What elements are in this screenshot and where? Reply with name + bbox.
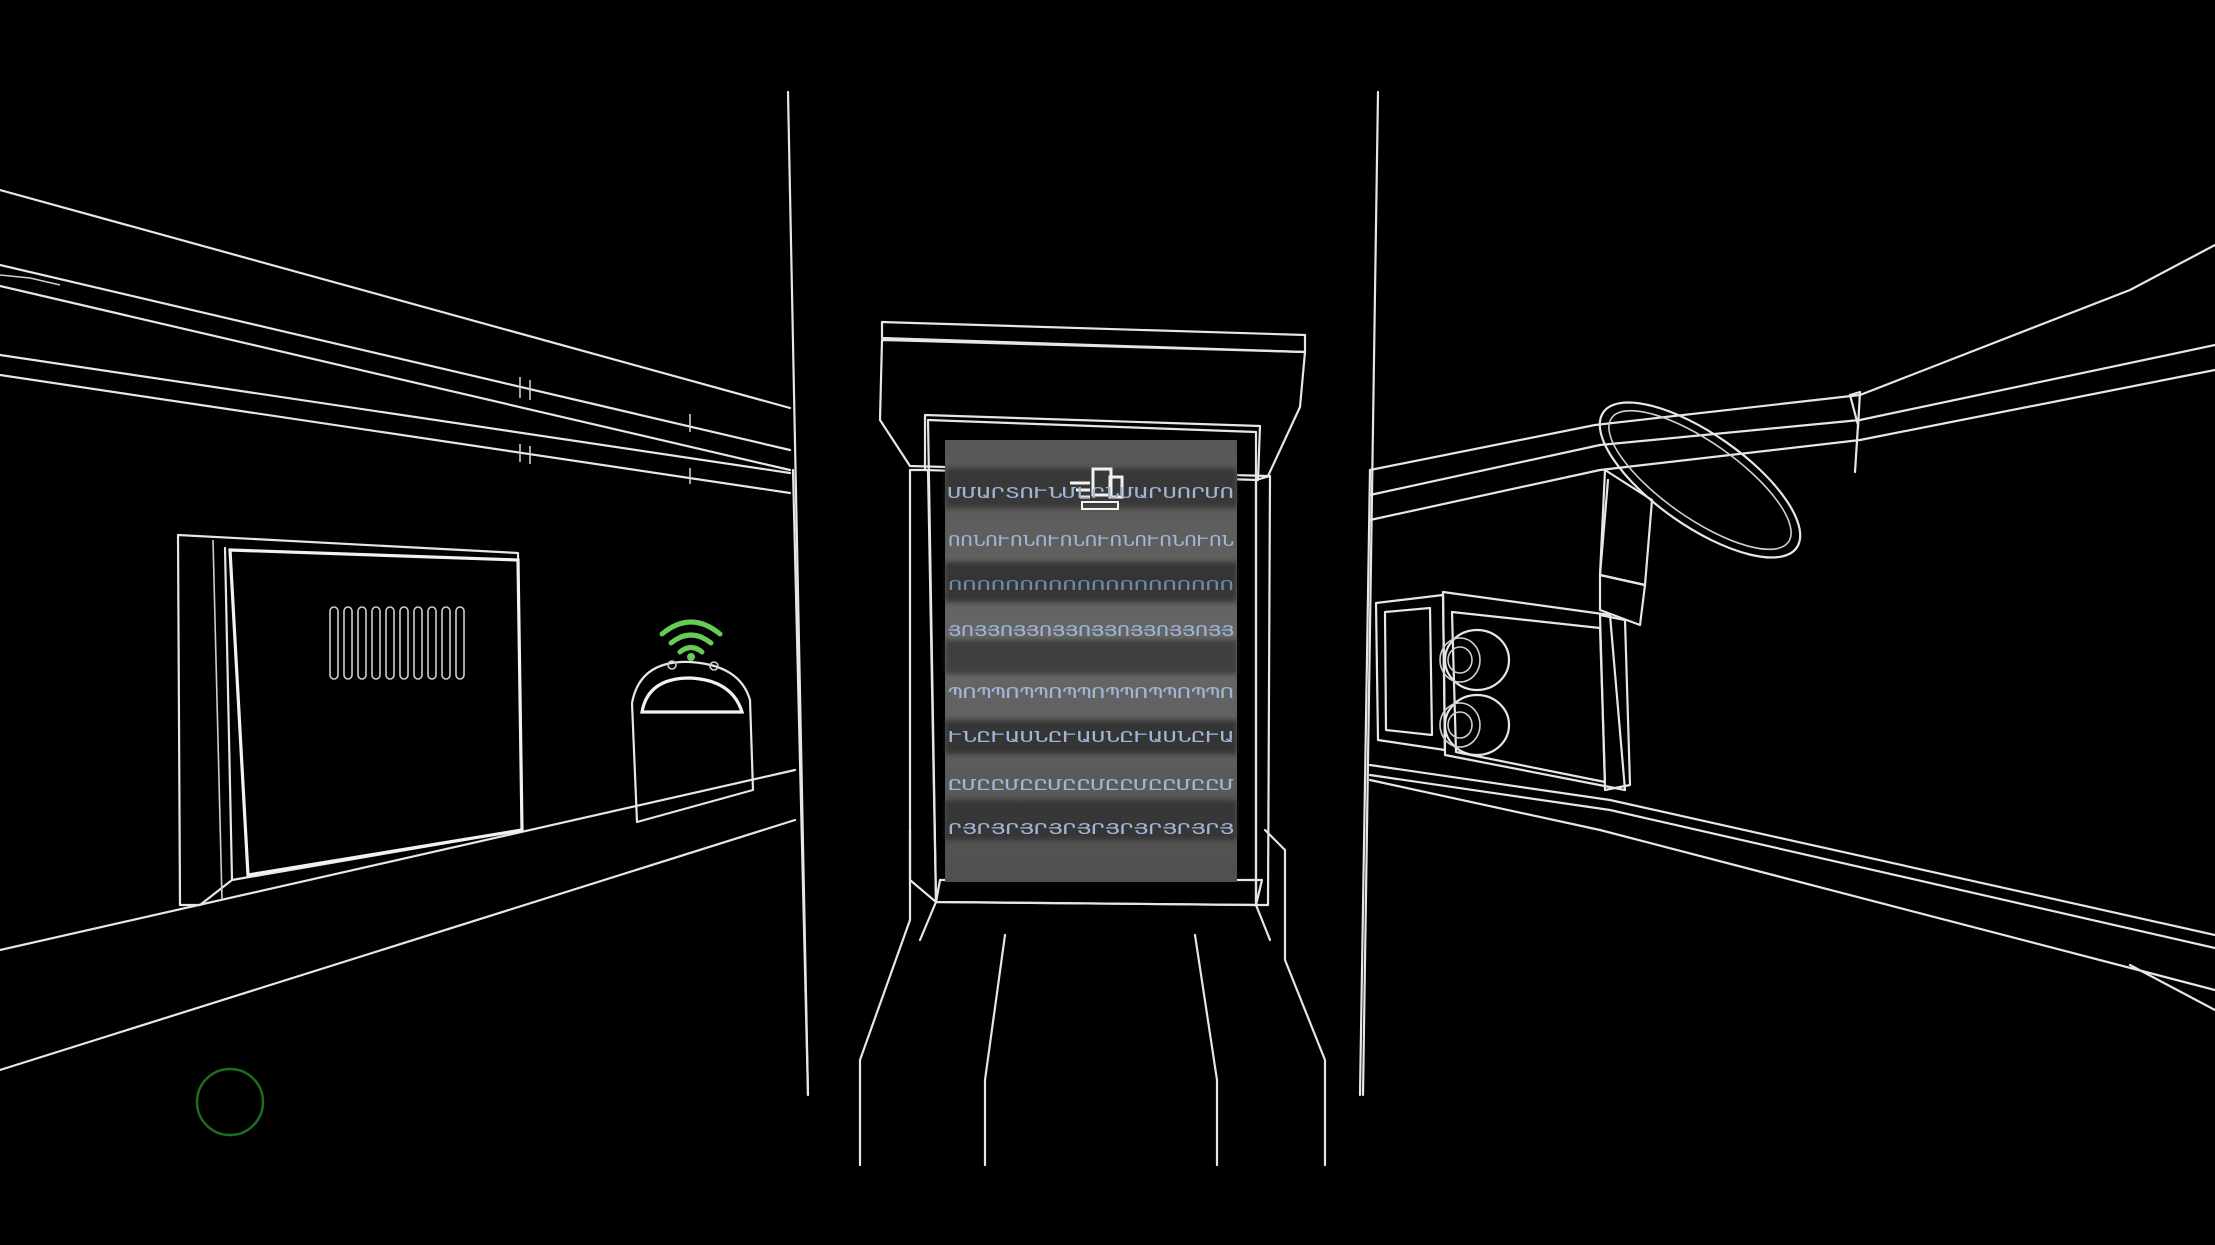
speaker-icon — [1439, 628, 1511, 757]
left-wall — [0, 188, 797, 1072]
screen-code-row: ՈՈՈՈՈՈՈՈՈՈՈՈՈՈՈՈՈՈՈՈ — [948, 579, 1234, 594]
wifi-terminal[interactable] — [630, 619, 755, 824]
metal-door[interactable] — [176, 533, 524, 907]
screen-code-row: ՒՆԸՒԱՍՆԸՒԱՍՆԸՒԱՍՆԸՒԱ — [948, 728, 1234, 746]
screen-code-row: ՈՈՆՈՒՈՆՈՒՈՆՈՒՈՆՈՒՈՆՈՒՈՆ — [948, 532, 1234, 550]
screen-code-row: ՊՈՊՊՈՊՊՈՊՊՈՊՊՈՊՊՈՊՊՈ — [948, 684, 1234, 702]
speaker-cabinet[interactable] — [1374, 590, 1632, 792]
glitch-screen[interactable]: ՄՄԱՐՏՈՒՆՄԼՐՆՄԱՐՍՈՐՄՈ ՈՈՆՈՒՈՆՈՒՈՆՈՒՈՆՈՒՈՆ… — [945, 440, 1237, 882]
satellite-dish[interactable] — [1577, 375, 1823, 627]
right-wall — [1368, 243, 2215, 1012]
screen-code-row: ԸՄԸԸՄԸԸՄԸԸՄԸԸՄԸԸՄԸԸՄ — [948, 776, 1234, 794]
screen-code-row: ՐՅՐՅՐՅՐՅՐՅՐՅՐՅՐՅՐՅՐՅ — [948, 820, 1234, 838]
console-housing — [858, 320, 1327, 1167]
central-pillar — [786, 90, 1380, 1097]
crosshair-ring-icon — [195, 1067, 265, 1137]
device-logo-icon — [1070, 467, 1124, 510]
screen-code-row: ՅՈՅՅՈՅՅՈՅՅՈՅՅՈՅՅՈՅՅՈՅՅ — [948, 622, 1234, 640]
door-vent-grille — [329, 606, 465, 680]
screen-code-row: ՄՄԱՐՏՈՒՆՄԼՐՆՄԱՐՍՈՐՄՈ — [948, 484, 1234, 502]
wifi-icon — [659, 619, 723, 661]
